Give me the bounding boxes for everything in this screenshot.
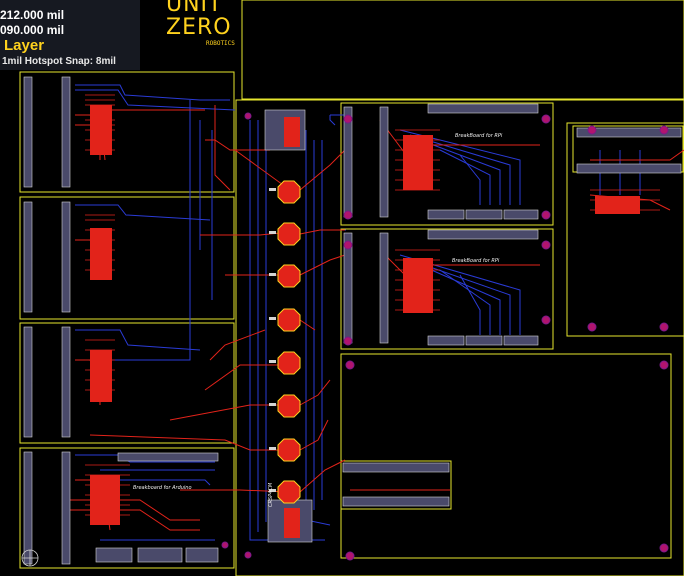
silk-label-rpi-1: BreakBoard for RPi [455,133,503,139]
outline-rpi-1 [340,102,554,226]
led-1 [277,180,301,204]
y-coordinate: 090.000 mil [0,23,65,37]
led-7 [277,438,301,462]
layer-label: Layer [4,37,45,54]
led-3 [277,264,301,288]
led-5 [277,351,301,375]
led-8 [277,480,301,504]
outline-main [235,99,684,576]
board-logo: UNIT ZERO ROBOTICS [166,0,246,50]
header-strips [23,76,682,565]
board-outlines [19,0,684,576]
outline-rpi-2 [340,228,554,350]
coordinate-hud: 212.000 mil 090.000 mil Layer 1mil Hotsp… [0,0,140,70]
silk-label-rpi-2: BreakBoard for RPi [452,258,500,264]
led-2 [277,222,301,246]
snap-info: 1mil Hotspot Snap: 8mil [2,56,116,67]
trace-bundles [85,94,660,516]
outline-module-1 [19,71,235,193]
led-array [277,180,301,504]
outline-module-4 [19,447,235,569]
logo-line-1: UNIT [166,0,223,17]
cursor-crosshair-icon [21,549,39,567]
silk-label-arduino: Breakboard for Arduino [133,485,192,491]
led-resistors [269,188,276,492]
outline-module-2 [19,196,235,320]
mounting-holes [221,112,669,561]
smd-pads [90,105,640,538]
led-4 [277,308,301,332]
outline-right-module [566,122,684,337]
outline-top-right [241,0,684,100]
led-6 [277,394,301,418]
logo-subtext: ROBOTICS [206,40,235,47]
outline-module-3 [19,322,235,444]
silk-label-part: CRSP4CM [268,482,274,507]
outline-header-block [340,460,452,510]
outline-lower-area [340,353,672,559]
x-coordinate: 212.000 mil [0,8,65,22]
logo-line-2: ZERO [166,15,232,40]
